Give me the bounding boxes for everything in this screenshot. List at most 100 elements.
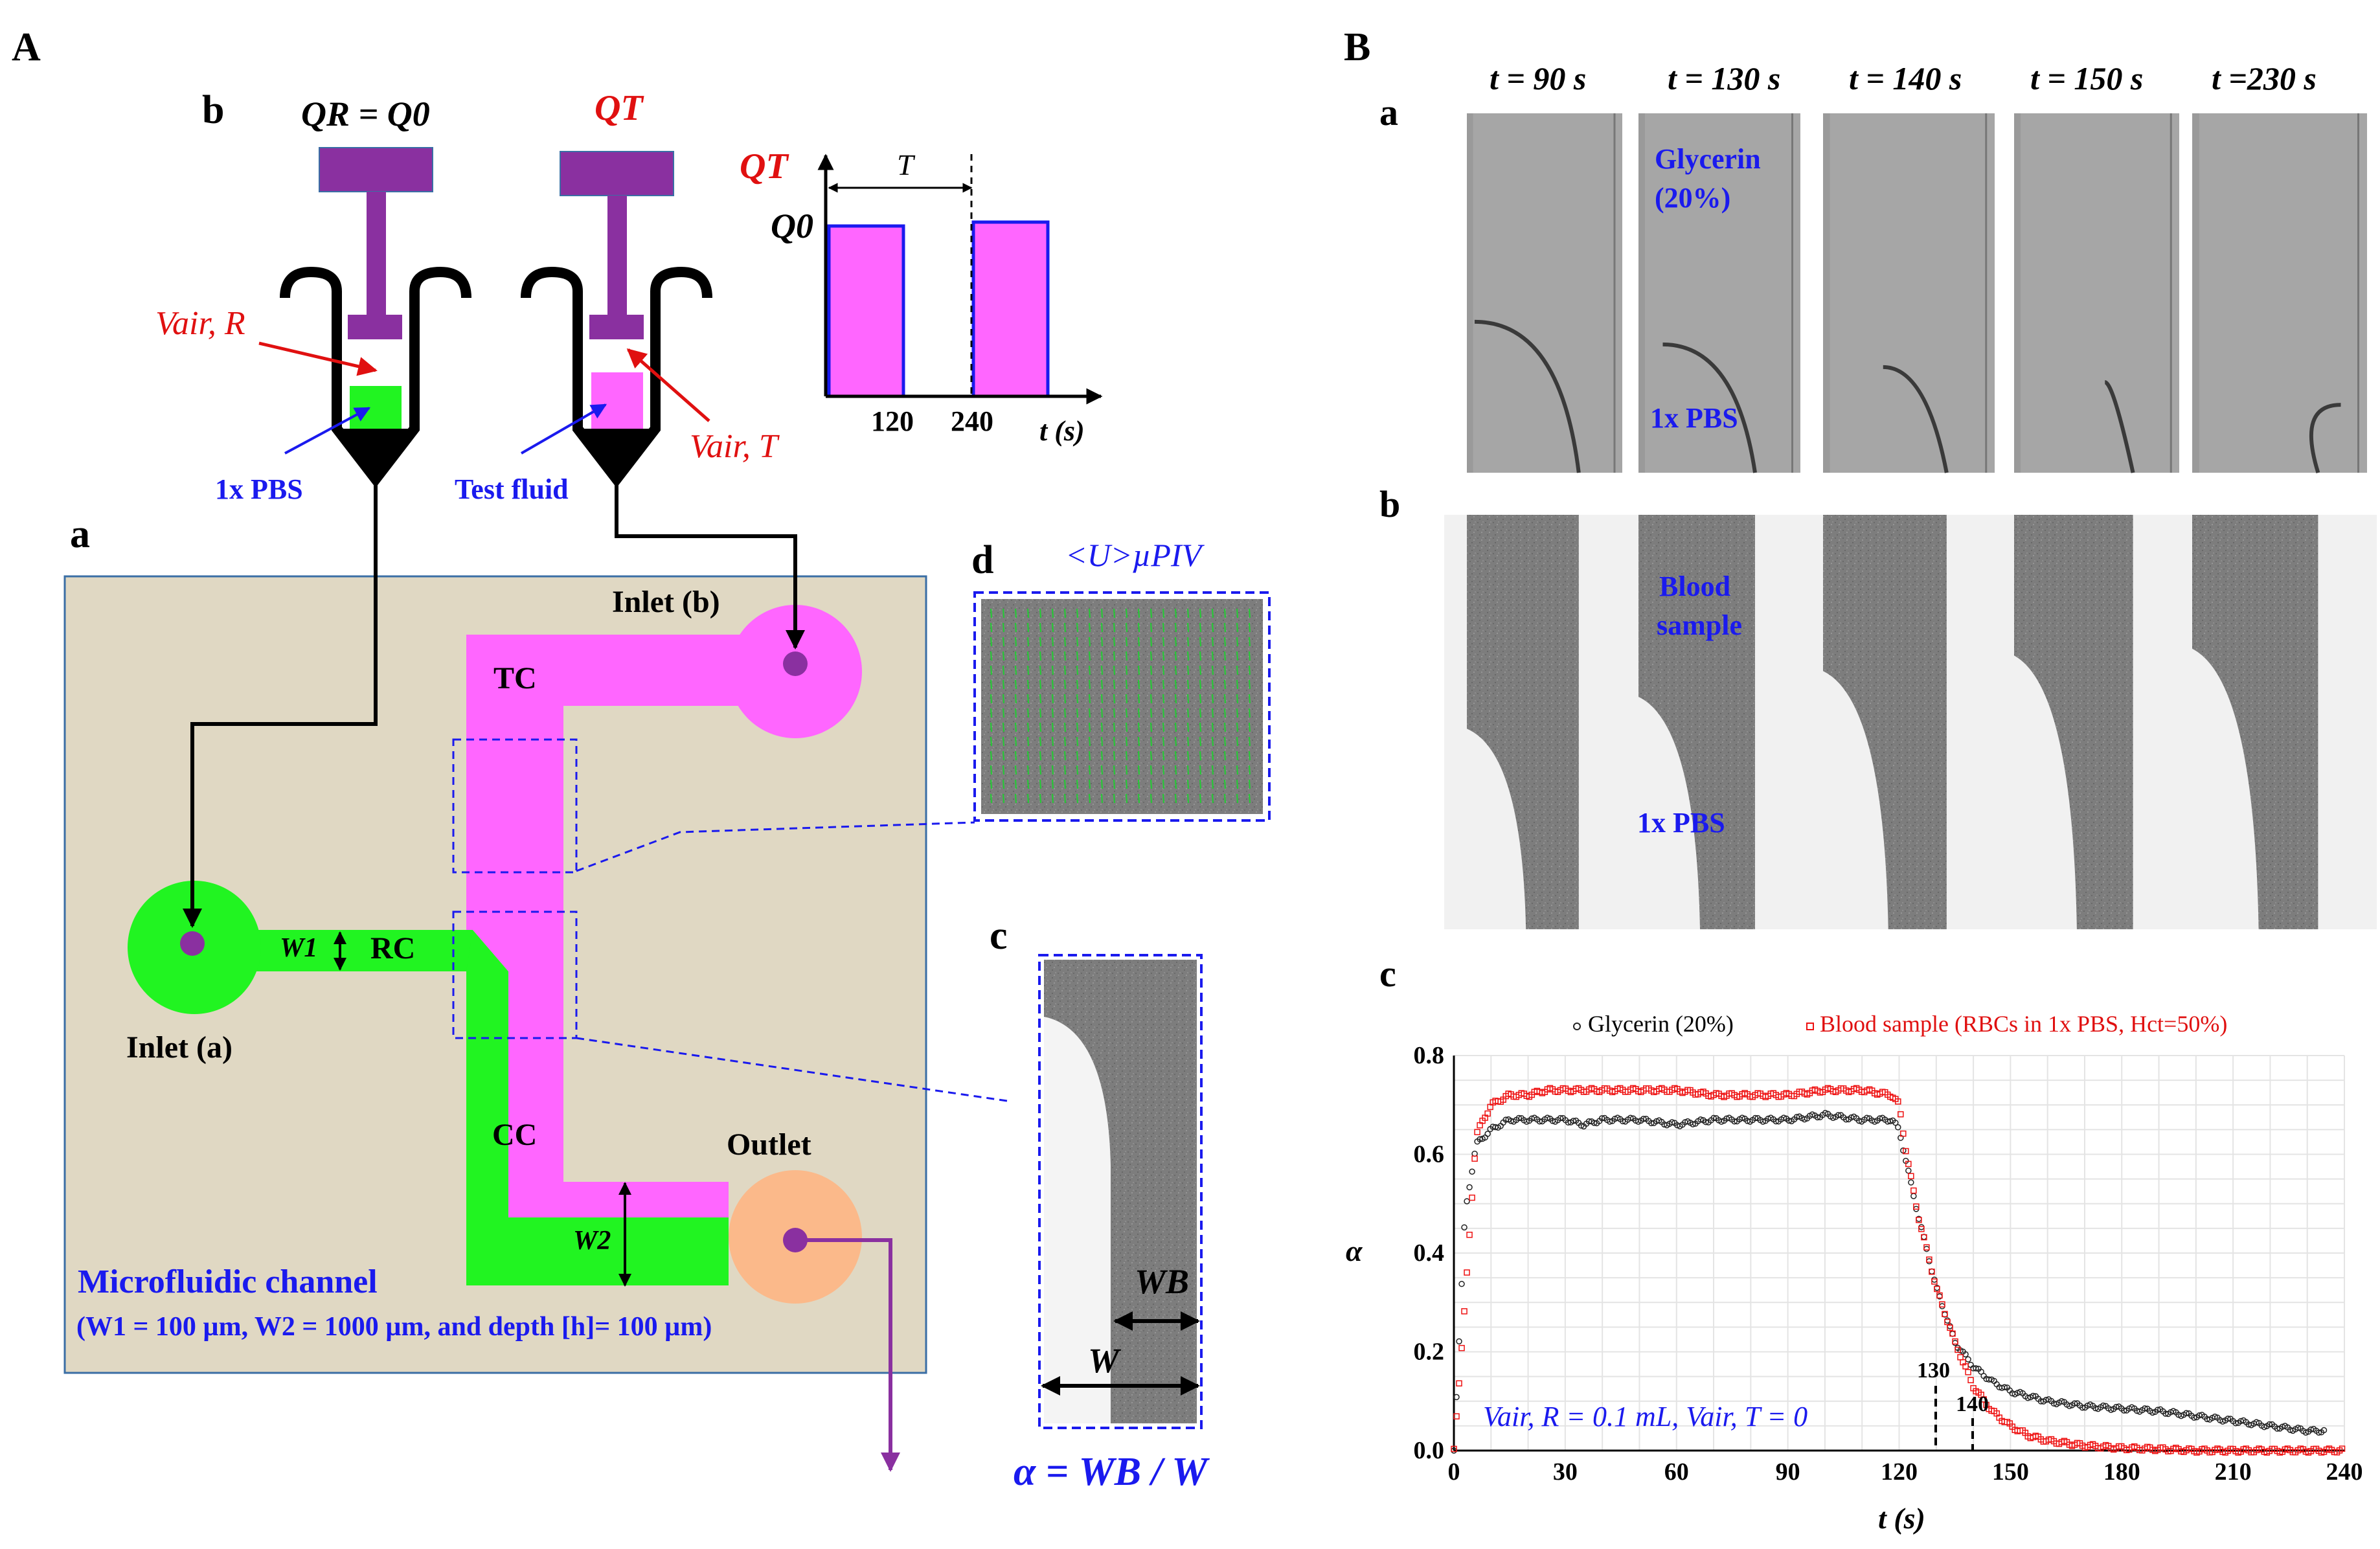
piv-vector xyxy=(1113,722,1115,732)
piv-image xyxy=(973,591,1271,822)
test-syringe xyxy=(521,151,712,488)
piv-vector xyxy=(1175,765,1177,775)
piv-vector xyxy=(1089,793,1091,804)
piv-vector xyxy=(1236,793,1238,804)
cc-label: CC xyxy=(492,1118,538,1152)
piv-vector xyxy=(1003,722,1004,732)
piv-vector xyxy=(1236,679,1238,690)
pulse-q0-label: Q0 xyxy=(771,207,813,245)
data-point xyxy=(1908,1179,1914,1186)
w2-label: W2 xyxy=(573,1226,611,1256)
piv-vector xyxy=(1003,608,1004,618)
data-point xyxy=(2066,1403,2073,1410)
piv-vector xyxy=(1015,679,1017,690)
data-point xyxy=(1916,1217,1922,1223)
piv-vector xyxy=(1113,736,1115,747)
piv-vector xyxy=(1039,765,1041,775)
piv-vector xyxy=(1199,665,1201,675)
piv-vector xyxy=(1039,651,1041,661)
data-point xyxy=(1780,1114,1787,1121)
piv-vector xyxy=(1076,679,1078,690)
piv-vector xyxy=(1199,608,1201,618)
piv-vector xyxy=(1212,708,1214,718)
piv-vector xyxy=(1126,637,1128,647)
data-point xyxy=(2315,1429,2322,1436)
data-point xyxy=(1962,1363,1969,1370)
data-point xyxy=(1697,1116,1704,1123)
glycerin-interface xyxy=(2309,403,2341,473)
piv-vector xyxy=(1212,637,1214,647)
piv-vector xyxy=(1003,637,1004,647)
data-point xyxy=(1477,1136,1483,1143)
glycerin-frame xyxy=(1638,113,1800,473)
piv-vector xyxy=(1236,622,1238,633)
pulse-x-label: t (s) xyxy=(1039,415,1085,447)
piv-vector xyxy=(1089,751,1091,761)
piv-vector xyxy=(990,722,992,732)
piv-vector xyxy=(1015,793,1017,804)
piv-vector xyxy=(1076,765,1078,775)
piv-vector xyxy=(1249,651,1251,661)
piv-vector xyxy=(990,651,992,661)
roi-box-interface xyxy=(452,910,578,1039)
panel-b-label: B xyxy=(1344,25,1371,69)
piv-vector xyxy=(1076,651,1078,661)
sample-label: sample xyxy=(1657,609,1742,641)
data-point xyxy=(1926,1256,1932,1263)
pulse-qt-label: QT xyxy=(740,146,788,187)
piv-vector xyxy=(1039,665,1041,675)
piv-vector xyxy=(1199,722,1201,732)
x-tick-label: 120 xyxy=(1881,1458,1918,1486)
piv-vector xyxy=(1162,694,1164,704)
subpanel-d-label: d xyxy=(971,538,994,582)
piv-vector xyxy=(1015,608,1017,618)
piv-vector xyxy=(1089,622,1091,633)
data-point xyxy=(2120,1407,2127,1414)
x-tick-label: 0 xyxy=(1448,1458,1460,1486)
inlet-a-label: Inlet (a) xyxy=(126,1030,232,1065)
piv-vector xyxy=(1126,708,1128,718)
piv-vector xyxy=(1076,722,1078,732)
pulse-bar-2 xyxy=(971,220,1050,398)
data-point xyxy=(2191,1414,2197,1421)
microfluidic-spec: (W1 = 100 µm, W2 = 1000 µm, and depth [h… xyxy=(76,1312,712,1342)
data-point xyxy=(1669,1119,1675,1125)
piv-vector xyxy=(1236,722,1238,732)
piv-frame xyxy=(973,591,1271,822)
piv-vector xyxy=(1249,722,1251,732)
test-fluid-label: Test fluid xyxy=(455,473,569,505)
piv-vector xyxy=(1089,651,1091,661)
piv-vector xyxy=(990,751,992,761)
data-point xyxy=(1627,1114,1634,1121)
piv-vector xyxy=(990,736,992,747)
piv-vector xyxy=(1015,622,1017,633)
piv-vector xyxy=(1003,665,1004,675)
piv-vector xyxy=(1126,793,1128,804)
piv-vector xyxy=(1039,622,1041,633)
glycerin-frame xyxy=(2192,113,2367,473)
plunger-rod xyxy=(607,196,627,315)
piv-vector xyxy=(1089,736,1091,747)
data-point xyxy=(1921,1234,1927,1241)
time-label-4: t = 150 s xyxy=(2030,60,2144,96)
piv-vector xyxy=(1162,751,1164,761)
piv-vector xyxy=(1113,793,1115,804)
piv-vector xyxy=(1162,665,1164,675)
zoom-light-fluid xyxy=(1044,1017,1111,1423)
piv-vector xyxy=(1003,708,1004,718)
data-point xyxy=(1456,1380,1462,1386)
flow-rate-pulse-chart xyxy=(817,153,1103,405)
data-point xyxy=(1515,1114,1523,1122)
piv-vector xyxy=(1249,637,1251,647)
data-point xyxy=(1703,1118,1709,1125)
piv-vector xyxy=(990,765,992,775)
piv-vector xyxy=(1015,637,1017,647)
piv-vector xyxy=(990,622,992,633)
data-point xyxy=(1898,1111,1904,1118)
data-point xyxy=(1895,1098,1901,1105)
blood-image-row xyxy=(1444,515,2377,929)
panel-a-label: A xyxy=(12,25,41,69)
glycerin-frame xyxy=(2014,113,2179,473)
data-point xyxy=(2142,1405,2148,1412)
